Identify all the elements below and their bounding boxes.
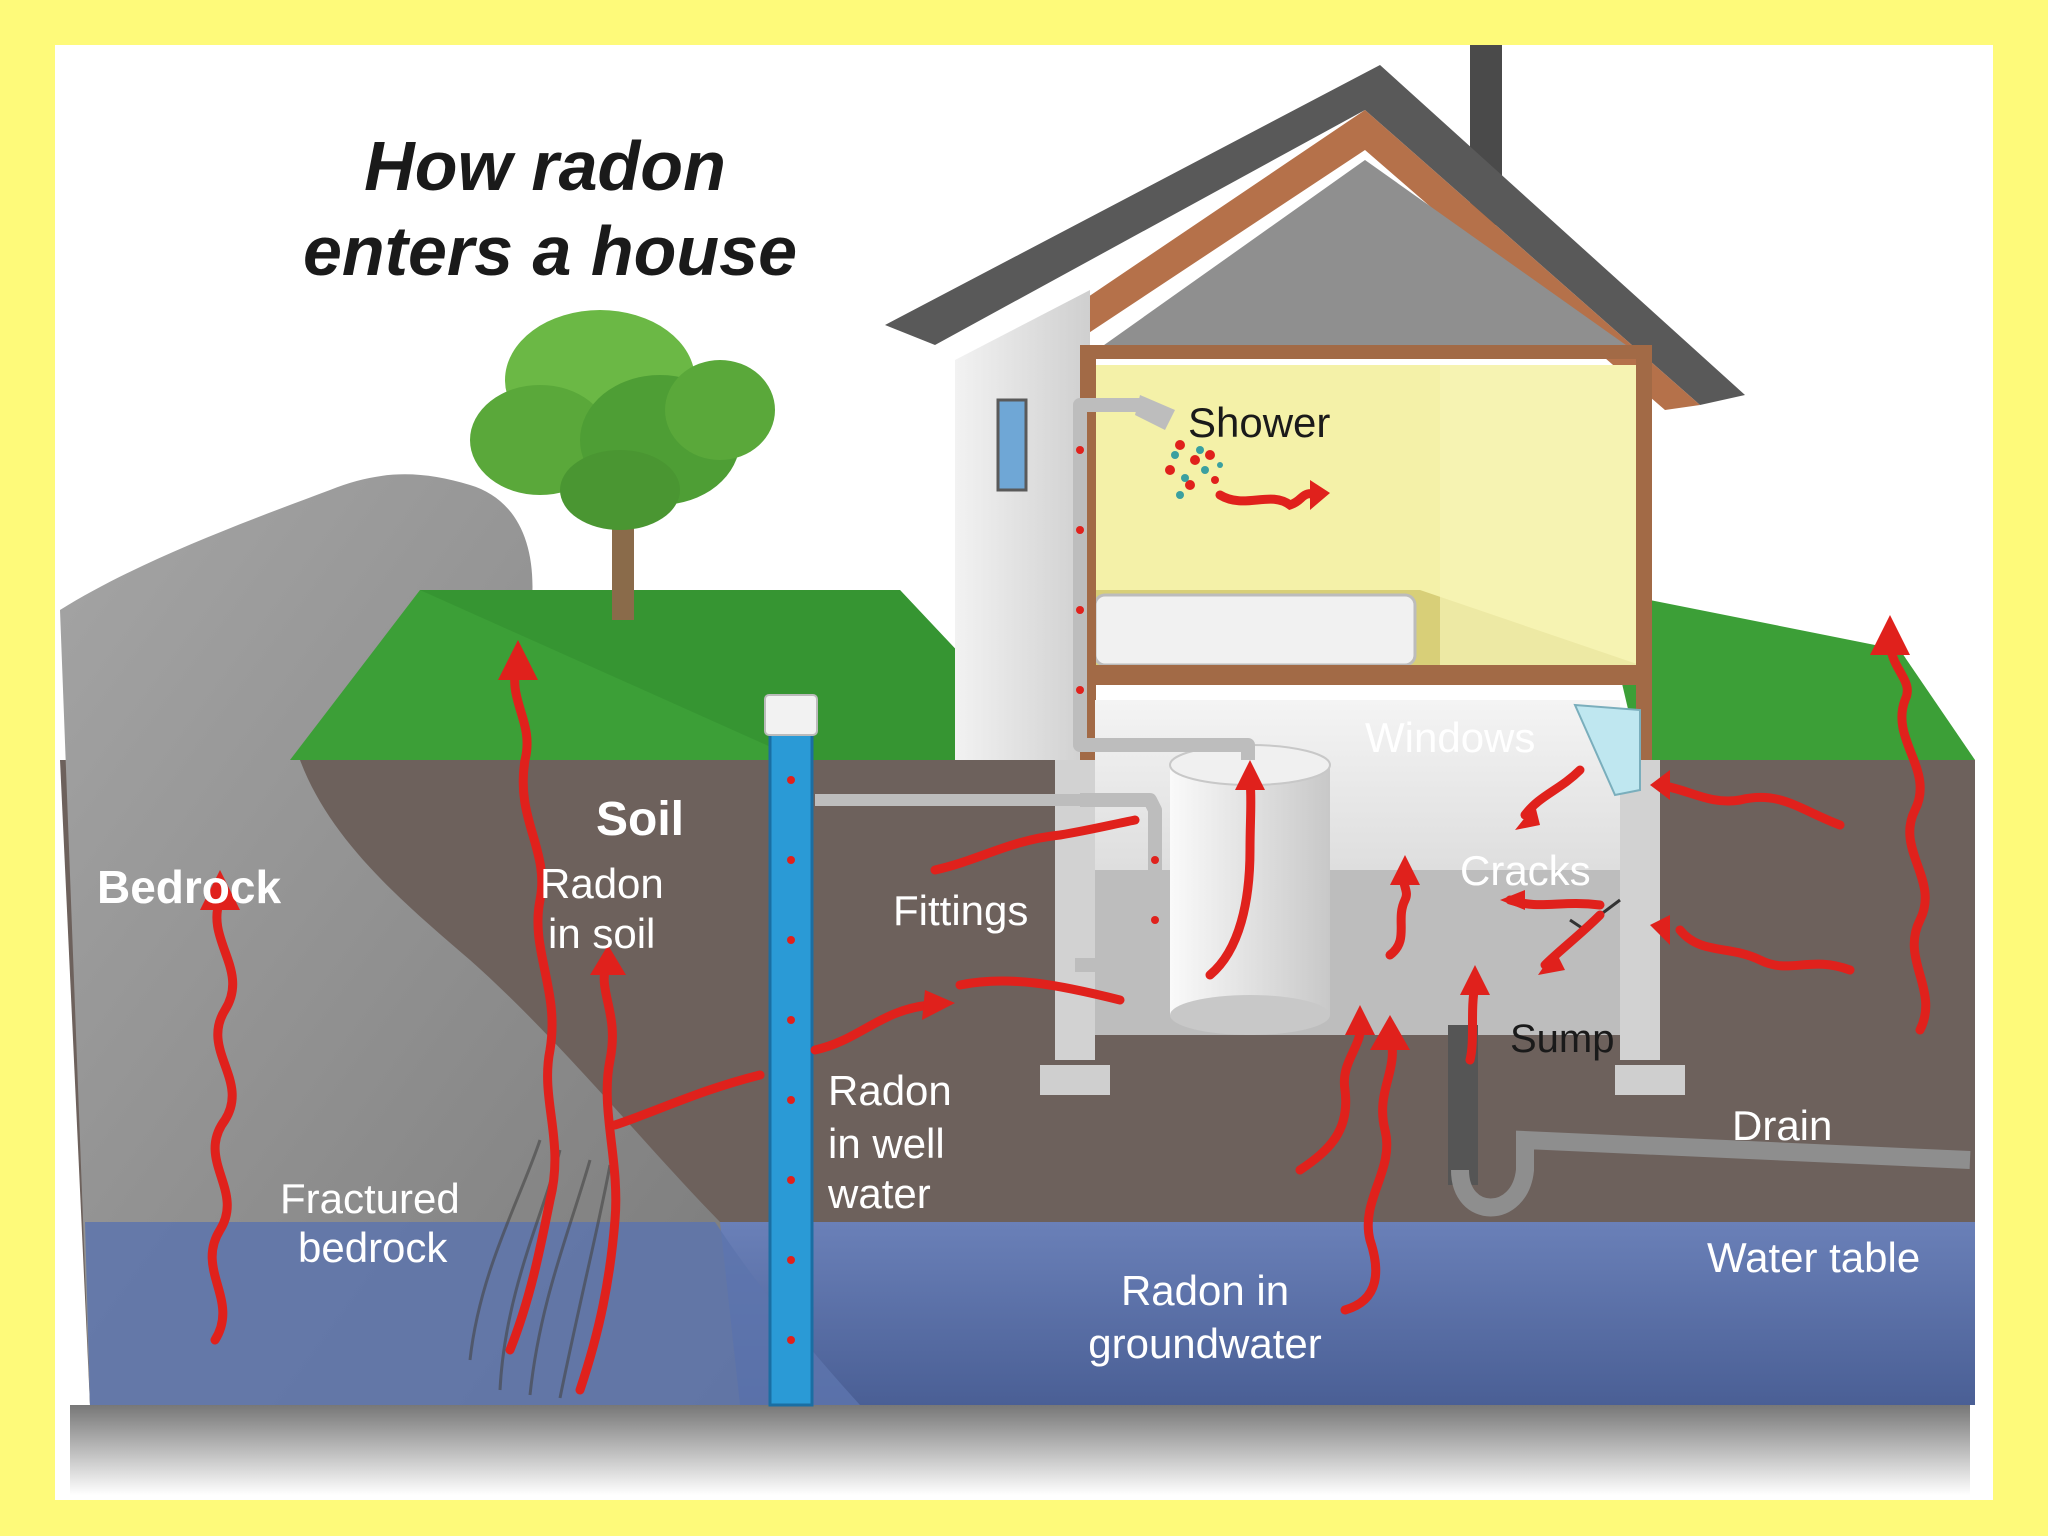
radon-arrow-groundwater <box>1340 1030 1397 1315</box>
well-pipe <box>768 728 814 1407</box>
basement-footing-right <box>1615 1065 1685 1095</box>
radon-arrow-crack-1 <box>1295 1015 1366 1175</box>
label-radon-well-1: Radon <box>828 1067 952 1114</box>
basement-footing-left <box>1040 1065 1110 1095</box>
grass-right <box>1600 590 1975 760</box>
basement-window <box>1573 703 1641 797</box>
label-cracks: Cracks <box>1460 847 1591 894</box>
label-sump: Sump <box>1510 1017 1615 1061</box>
label-drain: Drain <box>1732 1102 1832 1149</box>
radon-arrow-tank <box>1205 775 1256 980</box>
grass-shading <box>420 590 1060 760</box>
attic <box>1090 160 1640 355</box>
label-windows: Windows <box>1365 714 1535 761</box>
roof <box>885 65 1745 405</box>
label-groundwater-1: Radon in <box>1121 1267 1289 1314</box>
drain-pipe <box>1451 1130 1971 1217</box>
well-cap <box>764 694 818 736</box>
label-radon-in-soil-1: Radon <box>540 860 664 907</box>
radon-arrow-fittings <box>930 815 1140 875</box>
label-bedrock: Bedrock <box>97 861 281 913</box>
upper-room-back-wall <box>1440 365 1650 665</box>
radon-arrow-sump <box>1465 980 1480 1065</box>
ground-shadow <box>70 1405 1970 1495</box>
radon-arrowheads <box>200 480 1910 1050</box>
label-fractured-2: bedrock <box>298 1224 448 1271</box>
bathtub <box>1093 593 1417 667</box>
radon-arrow-window-in <box>1520 765 1585 820</box>
label-radon-in-soil-2: in soil <box>548 910 655 957</box>
label-radon-well-2: in well <box>828 1120 945 1167</box>
radon-particles <box>787 440 1219 1344</box>
radon-arrow-to-well <box>610 1070 765 1130</box>
water-droplets <box>1171 446 1223 499</box>
radon-arrow-base <box>955 976 1125 1005</box>
tree-trunk <box>612 510 634 620</box>
basement-wall-left <box>1055 760 1095 1060</box>
fracture-lines <box>468 1139 612 1399</box>
title-line-1: How radon <box>364 127 726 205</box>
bedrock-underwater <box>85 1222 860 1405</box>
label-fractured-1: Fractured <box>280 1175 460 1222</box>
label-fittings: Fittings <box>893 887 1028 934</box>
house-window <box>996 398 1028 492</box>
radon-arrow-bedrock <box>207 895 238 1345</box>
radon-arrow-windows <box>1655 780 1845 830</box>
shower-head <box>1135 395 1175 430</box>
roof-trim <box>965 110 1700 410</box>
label-soil: Soil <box>596 793 684 846</box>
tree-canopy <box>470 310 775 530</box>
label-groundwater-2: groundwater <box>1088 1320 1321 1367</box>
radon-arrow-soil-2 <box>575 955 621 1395</box>
title-line-2: enters a house <box>303 212 797 290</box>
label-radon-well-3: water <box>827 1170 931 1217</box>
label-shower: Shower <box>1188 399 1330 446</box>
radon-arrow-up-right <box>1885 635 1931 1035</box>
radon-arrow-soil-1 <box>505 655 560 1355</box>
radon-arrow-well-to-house <box>810 1000 935 1055</box>
label-water-table: Water table <box>1707 1234 1920 1281</box>
bedrock-hill <box>60 474 740 1405</box>
basement-wall-right <box>1620 760 1660 1060</box>
house-side-wall <box>955 290 1090 760</box>
radon-arrow-shower <box>1215 489 1325 511</box>
radon-arrow-right-soil <box>1675 925 1855 975</box>
